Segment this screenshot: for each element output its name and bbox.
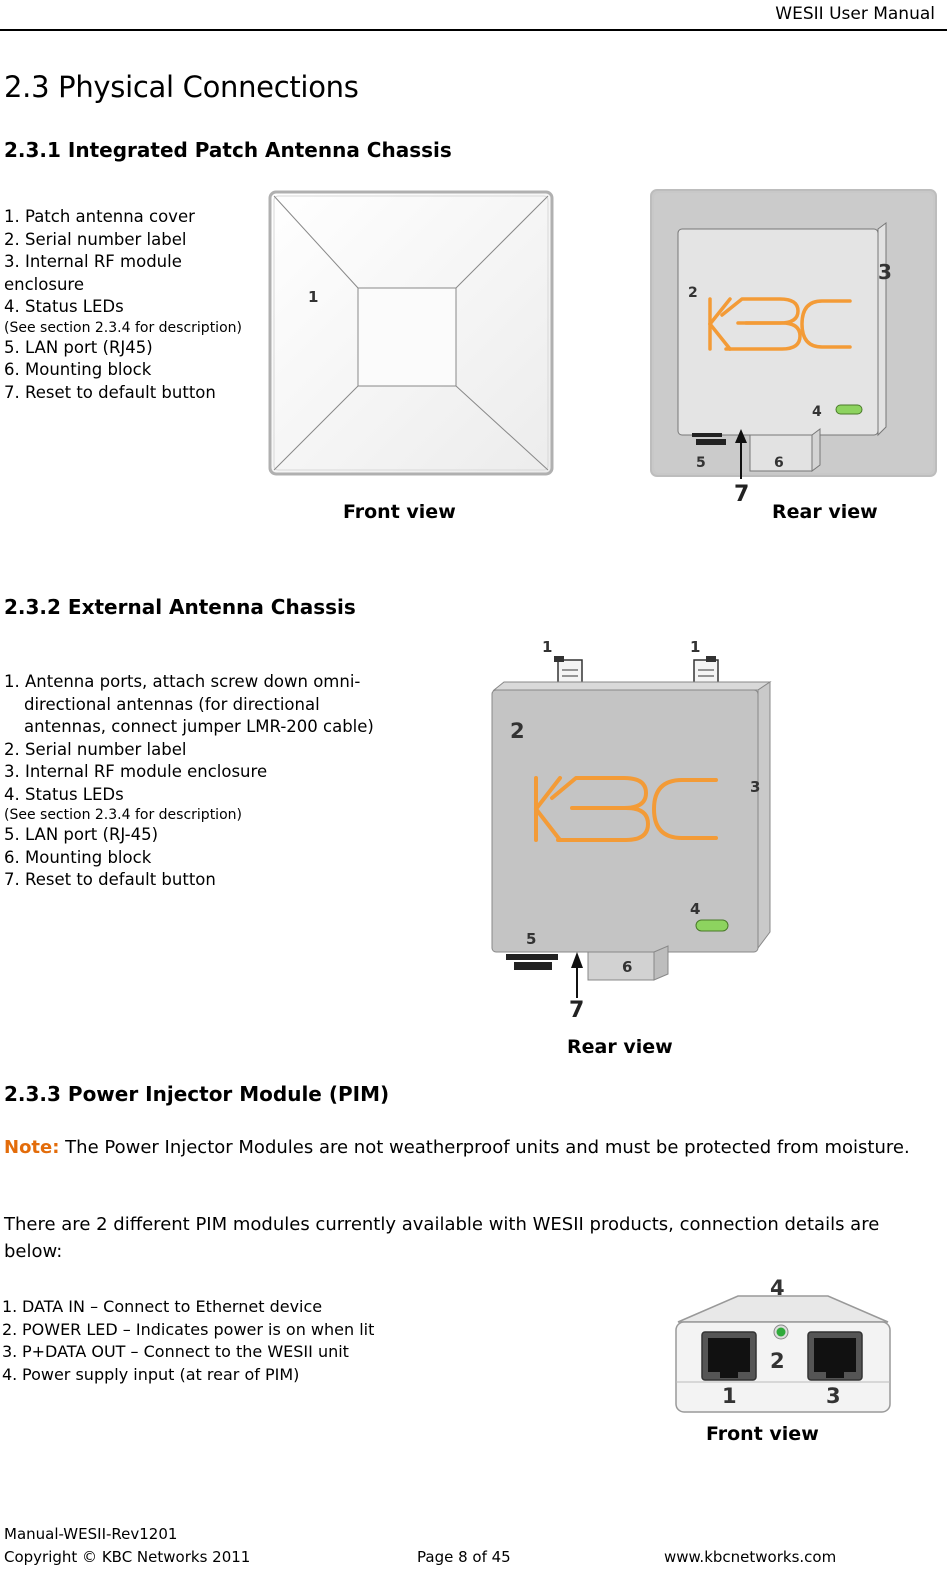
- list-note: (See section 2.3.4 for description): [4, 319, 242, 336]
- list-item: 4. Status LEDs: [4, 297, 124, 316]
- footer-copyright: Copyright © KBC Networks 2011: [4, 1548, 251, 1566]
- svg-text:2: 2: [688, 285, 698, 301]
- callout-7: 7: [569, 998, 585, 1023]
- subsection-title-integrated: 2.3.1 Integrated Patch Antenna Chassis: [4, 138, 452, 162]
- list-item: 7. Reset to default button: [4, 382, 216, 402]
- note-label: Note:: [4, 1137, 60, 1158]
- external-antenna-rear-view-image: 2 3 4 5 6: [491, 656, 772, 998]
- list-item-continued: antennas, connect jumper LMR-200 cable): [24, 717, 374, 736]
- callout-1-right: 1: [690, 638, 701, 656]
- rear-view-caption: Rear view: [567, 1036, 673, 1058]
- list-item: 7. Reset to default button: [4, 870, 216, 889]
- subsection-title-pim: 2.3.3 Power Injector Module (PIM): [4, 1082, 390, 1106]
- svg-text:5: 5: [526, 930, 536, 948]
- patch-antenna-rear-view-image: 2 3 4 5 6: [650, 189, 937, 479]
- list-item: 1. Antenna ports, attach screw down omni…: [4, 672, 361, 691]
- svg-text:2: 2: [770, 1349, 785, 1373]
- pim-note: Note: The Power Injector Modules are not…: [4, 1134, 924, 1161]
- kbc-logo: [534, 776, 718, 842]
- svg-text:6: 6: [774, 455, 784, 471]
- subsection-title-external: 2.3.2 External Antenna Chassis: [4, 595, 356, 619]
- integrated-parts-list: 1. Patch antenna cover 2. Serial number …: [4, 206, 254, 404]
- rear-view-caption: Rear view: [772, 501, 878, 523]
- pim-front-view-caption: Front view: [706, 1423, 819, 1445]
- header-rule: [0, 29, 947, 31]
- svg-text:6: 6: [622, 958, 632, 976]
- callout-4: 4: [770, 1276, 785, 1300]
- list-item: 2.POWER LED – Indicates power is on when…: [2, 1319, 375, 1339]
- list-item: 3. Internal RF module enclosure: [4, 762, 268, 781]
- footer-doc-id: Manual-WESII-Rev1201: [4, 1525, 178, 1543]
- list-item: 1. Patch antenna cover: [4, 207, 195, 226]
- svg-text:2: 2: [510, 719, 525, 743]
- list-item: 6. Mounting block: [4, 847, 152, 867]
- list-item: 2. Serial number label: [4, 739, 187, 759]
- list-item: 5. LAN port (RJ-45): [4, 825, 159, 844]
- header-title: WESII User Manual: [775, 4, 935, 24]
- section-title: 2.3 Physical Connections: [4, 70, 359, 104]
- svg-text:3: 3: [750, 778, 760, 796]
- svg-text:4: 4: [690, 900, 700, 918]
- status-led: [695, 919, 729, 932]
- pim-front-view-image: 2 1 3: [675, 1295, 891, 1413]
- footer-page-number: Page 8 of 45: [417, 1548, 511, 1566]
- list-item: 3. Internal RF module enclosure: [4, 252, 182, 294]
- callout-7: 7: [734, 482, 750, 507]
- list-item: 3.P+DATA OUT – Connect to the WESII unit: [2, 1342, 349, 1361]
- front-view-caption: Front view: [343, 501, 456, 523]
- svg-text:5: 5: [696, 455, 706, 471]
- external-parts-list: 1. Antenna ports, attach screw down omni…: [4, 671, 444, 892]
- svg-text:4: 4: [812, 404, 822, 420]
- list-item: 4. Status LEDs: [4, 784, 124, 804]
- kbc-logo: [708, 297, 852, 351]
- pim-paragraph: There are 2 different PIM modules curren…: [4, 1214, 880, 1262]
- list-note: (See section 2.3.4 for description): [4, 807, 242, 823]
- note-text: The Power Injector Modules are not weath…: [59, 1137, 910, 1158]
- status-led: [835, 404, 863, 415]
- list-item: 6. Mounting block: [4, 360, 152, 379]
- footer-website[interactable]: www.kbcnetworks.com: [664, 1548, 837, 1566]
- list-item: 2. Serial number label: [4, 229, 187, 249]
- callout-1-left: 1: [542, 638, 553, 656]
- list-item: 4.Power supply input (at rear of PIM): [2, 1364, 300, 1384]
- list-item: 5. LAN port (RJ45): [4, 337, 153, 357]
- patch-antenna-front-view-image: 1: [268, 190, 554, 476]
- callout-1: 1: [308, 288, 318, 306]
- list-item-continued: directional antennas (for directional: [24, 694, 320, 714]
- pim-parts-list: 1.DATA IN – Connect to Ethernet device 2…: [2, 1296, 462, 1386]
- svg-text:3: 3: [826, 1384, 841, 1408]
- svg-text:1: 1: [722, 1384, 737, 1408]
- svg-text:3: 3: [878, 260, 892, 284]
- list-item: 1.DATA IN – Connect to Ethernet device: [2, 1297, 323, 1316]
